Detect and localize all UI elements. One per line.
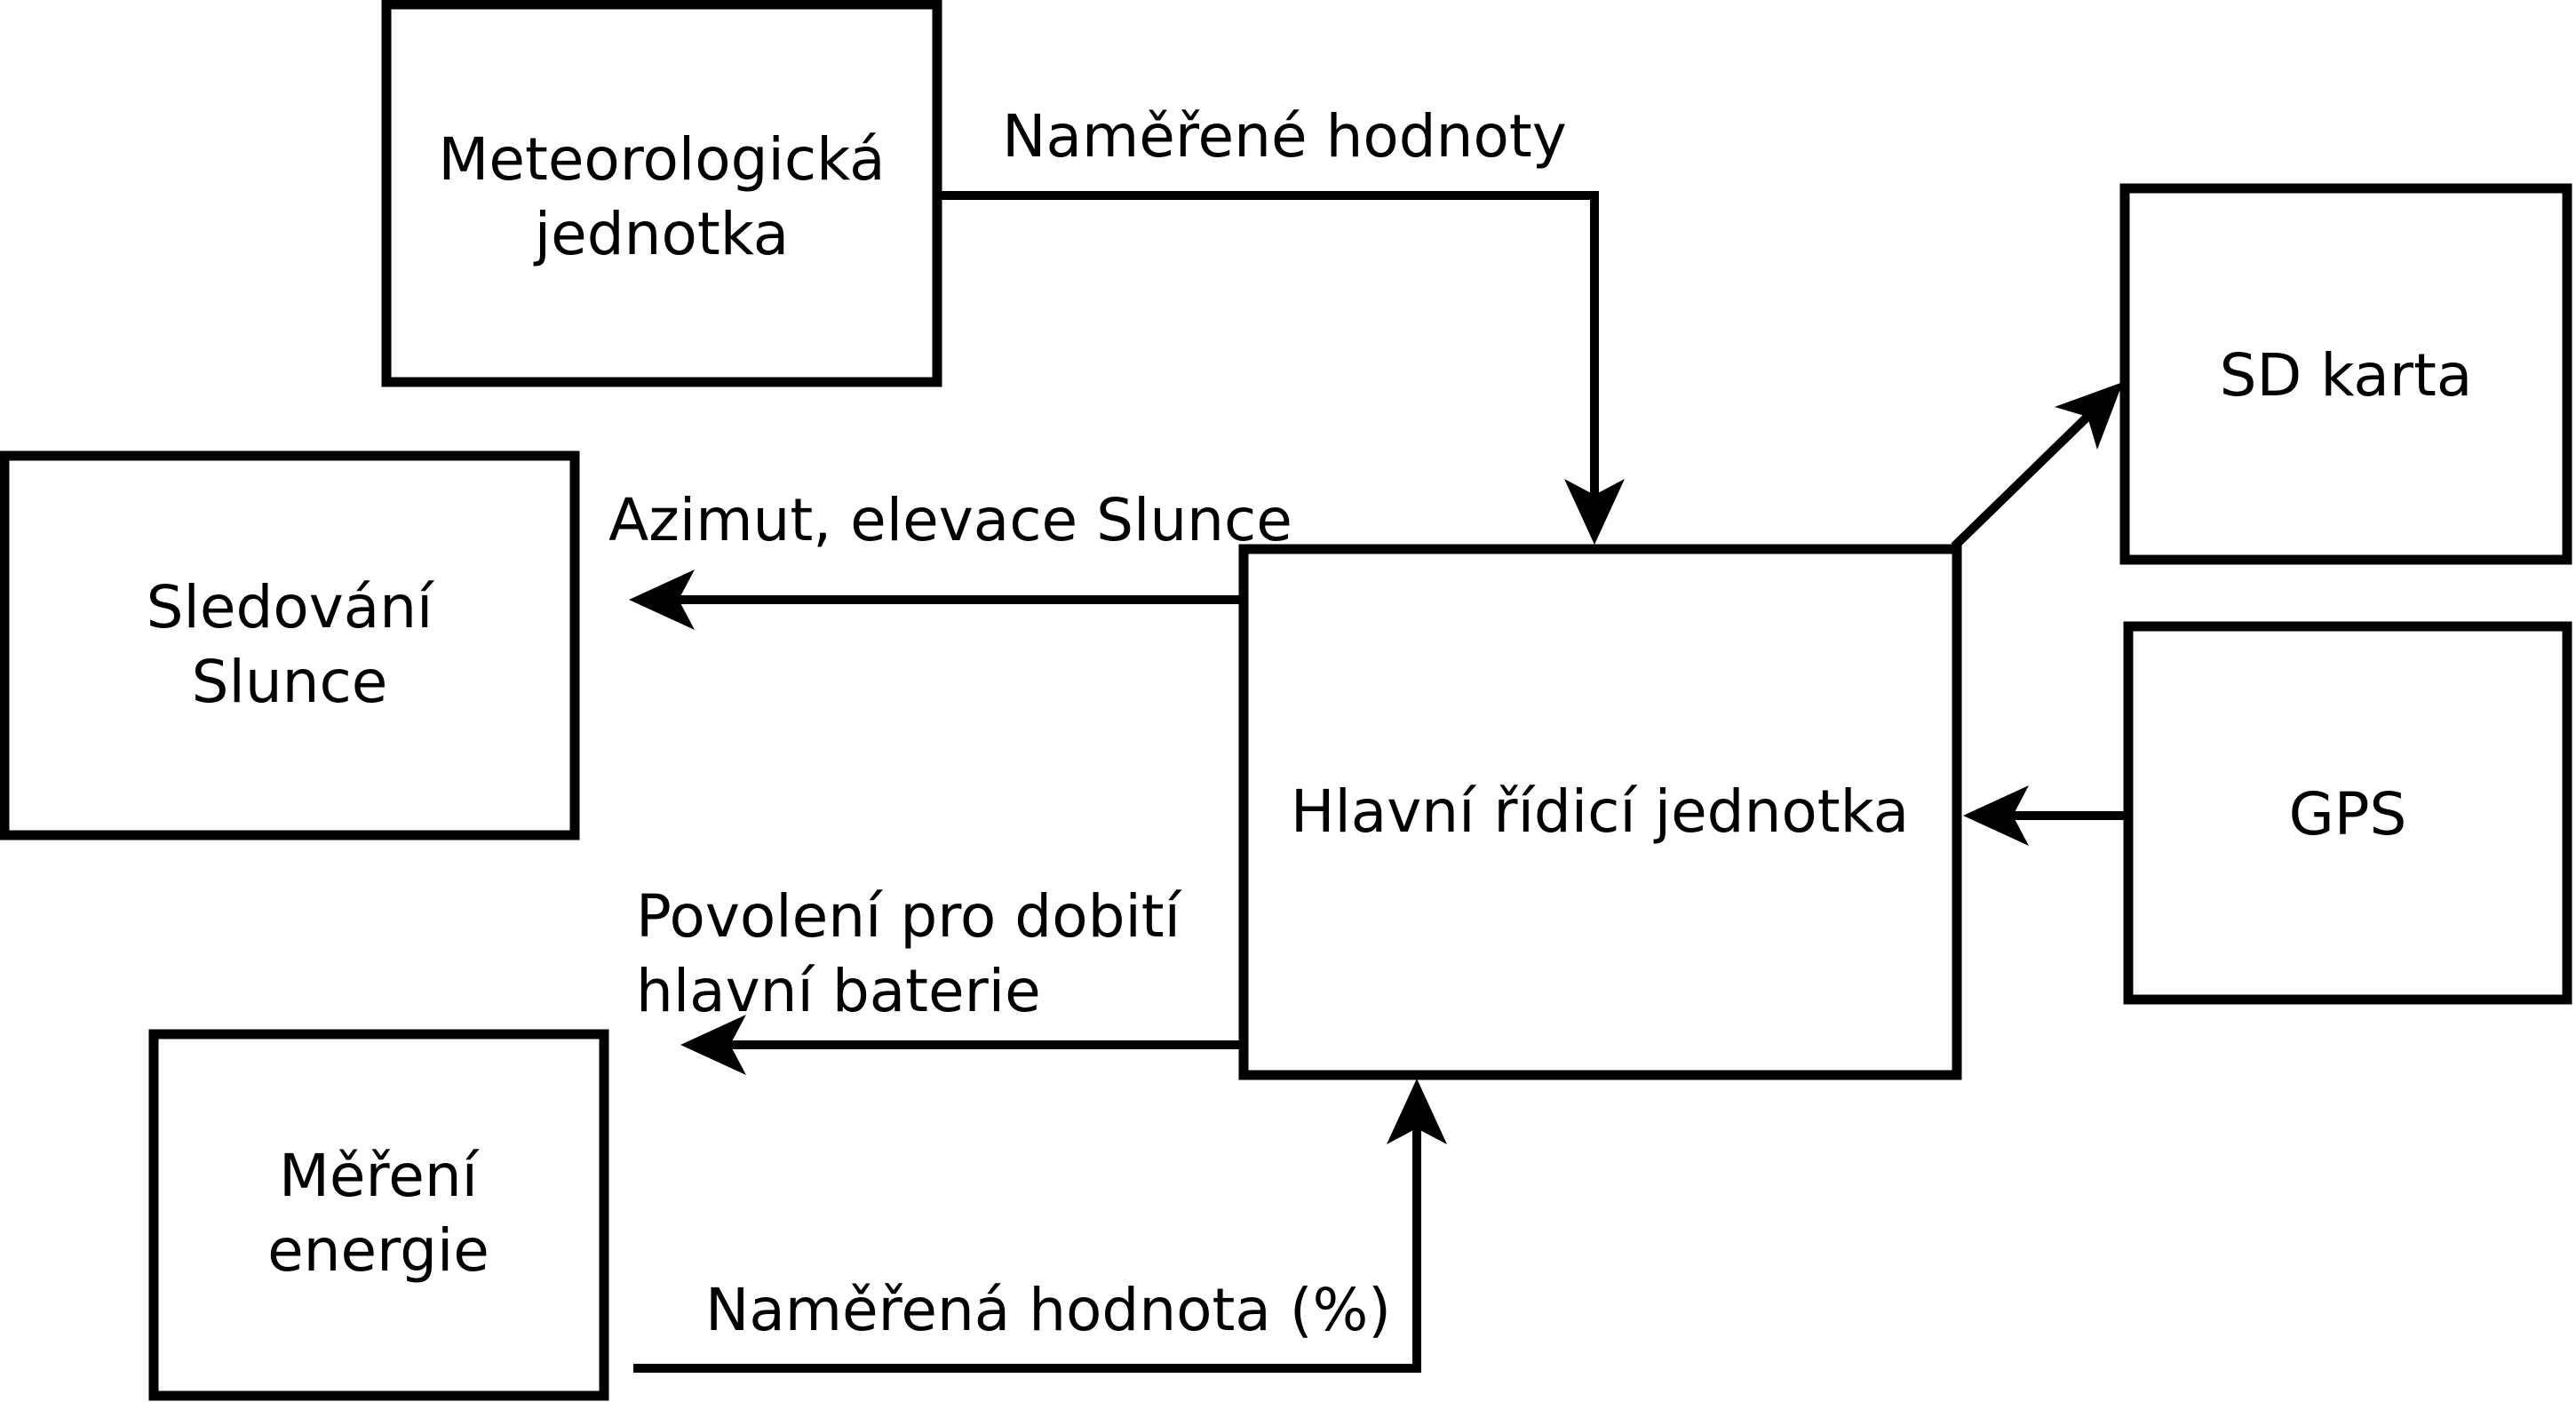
arrow-main-to-sdcard	[1951, 382, 2123, 550]
node-sd-card: SD karta	[2119, 183, 2572, 565]
meteorological-unit-box	[381, 0, 942, 387]
arrow-main-to-sdcard-line	[1951, 413, 2091, 550]
sun-tracking-label-line1: Sledování	[147, 573, 435, 641]
arrow-meteo-to-main-line	[937, 191, 1599, 495]
node-meteorological-unit: Meteorologická jednotka	[381, 0, 942, 387]
meteorological-unit-label-line2: jednotka	[533, 200, 789, 268]
arrow-gps-to-main	[1963, 785, 2128, 846]
arrowhead-up-icon	[1387, 1079, 1447, 1144]
energy-measurement-label-line1: Měření	[279, 1142, 481, 1210]
edge-label-charge-permission-line2: hlavní baterie	[636, 957, 1041, 1025]
arrow-main-charge-permission: Povolení pro dobití hlavní baterie	[636, 882, 1244, 1075]
edge-label-charge-permission-line1: Povolení pro dobití	[636, 882, 1183, 951]
node-main-control-unit: Hlavní řídicí jednotka	[1238, 544, 1962, 1080]
arrowhead-left-icon	[1963, 785, 2029, 846]
arrow-meteo-to-main: Naměřené hodnoty	[937, 102, 1625, 545]
edge-label-measured-values: Naměřené hodnoty	[1002, 102, 1567, 171]
node-gps: GPS	[2123, 621, 2572, 1005]
arrowhead-left-icon	[629, 570, 695, 630]
arrow-energy-to-main-line	[633, 1128, 1421, 1373]
energy-measurement-label-line2: energie	[267, 1216, 489, 1285]
meteorological-unit-label-line1: Meteorologická	[438, 125, 885, 194]
sd-card-label: SD karta	[2220, 341, 2473, 410]
edge-label-azimuth: Azimut, elevace Slunce	[608, 486, 1292, 554]
arrowhead-left-icon	[680, 1015, 746, 1075]
arrowhead-upright-icon	[2055, 382, 2123, 450]
arrowhead-down-icon	[1564, 479, 1625, 545]
sun-tracking-box	[0, 450, 580, 840]
sun-tracking-label-line2: Slunce	[192, 648, 388, 716]
energy-measurement-box	[148, 1029, 609, 1401]
arrow-energy-to-main: Naměřená hodnota (%)	[633, 1079, 1447, 1373]
gps-label: GPS	[2289, 780, 2407, 848]
gps-box	[2123, 621, 2572, 1005]
node-energy-measurement: Měření energie	[148, 1029, 609, 1401]
node-sun-tracking: Sledování Slunce	[0, 450, 580, 840]
arrow-main-to-suntracking: Azimut, elevace Slunce	[608, 486, 1292, 630]
sd-card-box	[2119, 183, 2572, 565]
main-control-unit-box	[1238, 544, 1962, 1080]
main-control-unit-label: Hlavní řídicí jednotka	[1291, 777, 1909, 846]
edge-label-measured-value-pct: Naměřená hodnota (%)	[705, 1276, 1391, 1344]
